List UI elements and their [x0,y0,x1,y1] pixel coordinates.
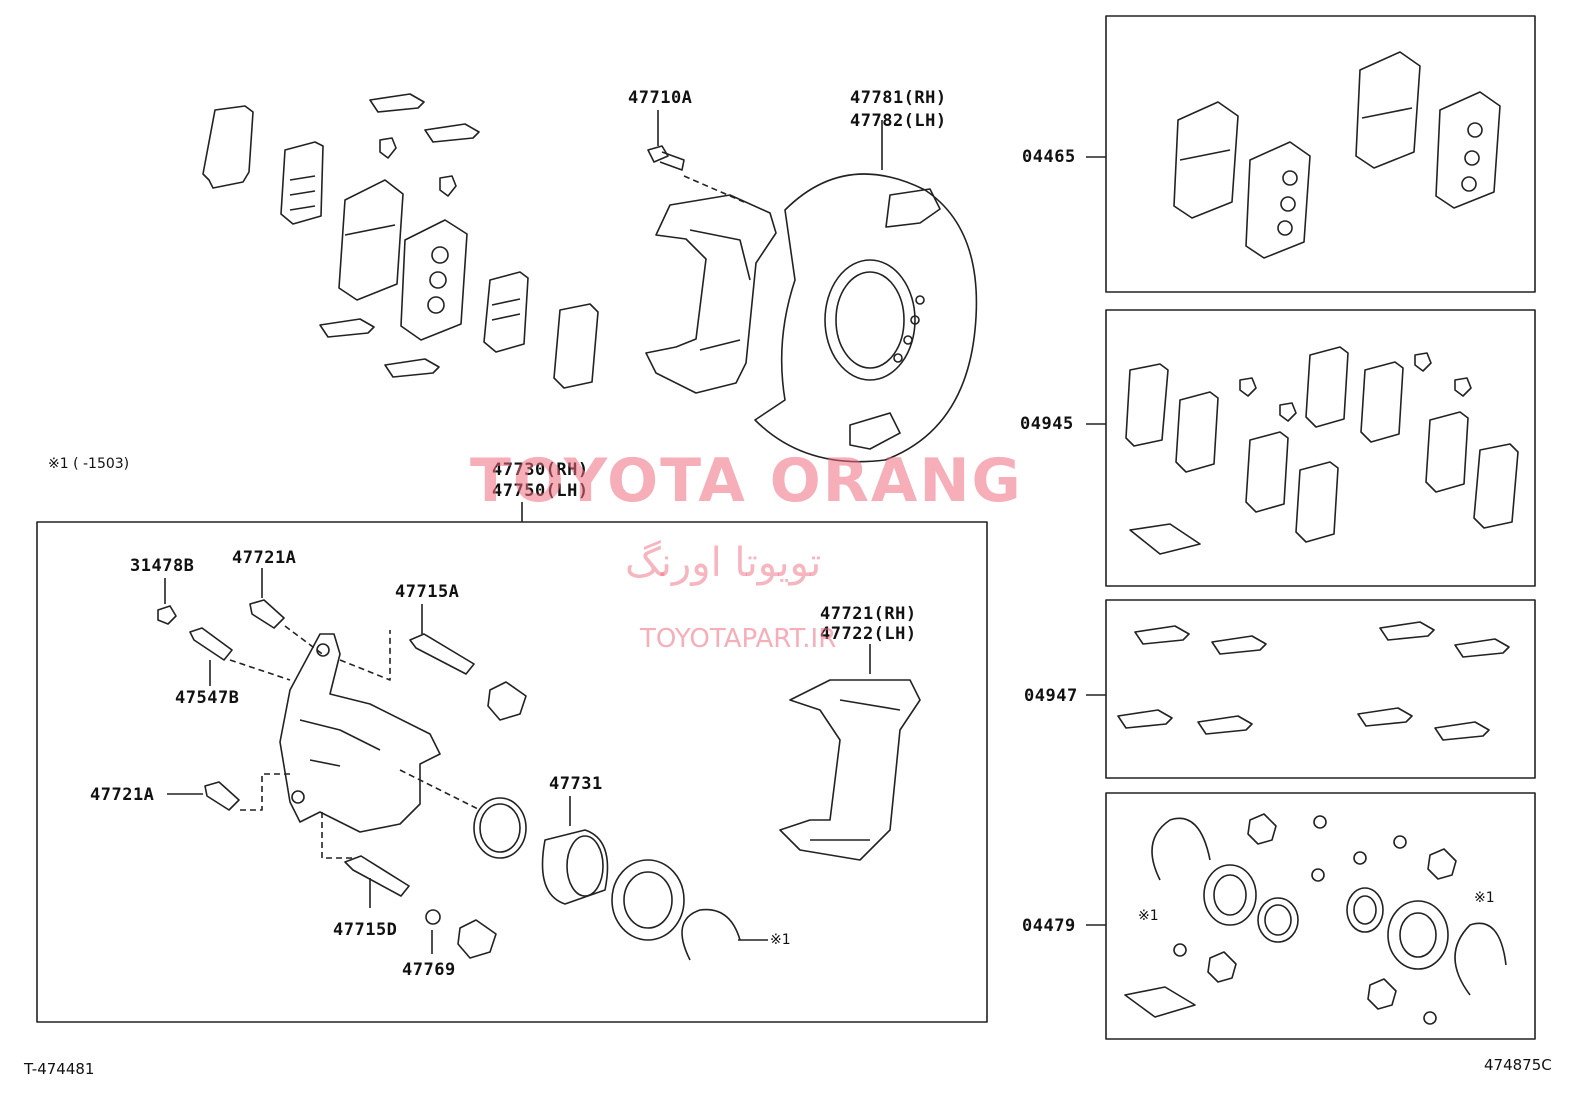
label-04479: 04479 [1022,916,1076,936]
footnote-1: ※1 ( -1503) [48,456,130,472]
kit-box-04945 [1105,309,1536,587]
kit-04465-pads [1173,51,1501,259]
label-04465: 04465 [1022,147,1076,167]
kit-box-04465 [1105,15,1536,293]
caliper-frame [36,521,988,1023]
label-47547b: 47547B [175,688,240,708]
label-47721-rh: 47721(RH) [820,604,917,624]
piston-47731 [541,829,609,905]
kit-box-04479 [1105,792,1536,1040]
diagram-code-left: T-474481 [24,1060,95,1078]
watermark-brand: TOYOTA ORANG [470,446,1023,516]
kit-04479-seals [1124,813,1507,1025]
label-47710a: 47710A [628,88,693,108]
piston-boot [611,859,685,941]
caliper-bracket-top [645,194,777,394]
label-47730-rh: 47730(RH) [492,460,589,480]
label-47715a: 47715A [395,582,460,602]
dust-shield [754,120,978,463]
label-47731: 47731 [549,774,603,794]
bolt-47721a-top [249,599,285,629]
diagram-code-right: 474875C [1484,1056,1552,1074]
label-47781-rh: 47781(RH) [850,88,947,108]
boot-top [487,681,527,721]
label-star1-kit-right: ※1 [1474,890,1495,906]
watermark-site: TOYOTAPART.IR [640,624,837,654]
label-47715d: 47715D [333,920,398,940]
cap-31478b [157,605,177,625]
set-ring [681,908,741,961]
pin-47715d [344,855,410,897]
bushing-47769 [425,909,441,925]
caliper-bracket-right [779,679,921,861]
pad-shims-top-group [202,93,599,389]
label-04945: 04945 [1020,414,1074,434]
watermark-persian: تویوتا اورنگ [625,540,822,586]
label-47782-lh: 47782(LH) [850,111,947,131]
kit-box-04947 [1105,599,1536,779]
label-star1-kit-left: ※1 [1138,908,1159,924]
label-31478b: 31478B [130,556,195,576]
label-47750-lh: 47750(LH) [492,481,589,501]
kit-04947-clips [1117,621,1510,741]
label-04947: 04947 [1024,686,1078,706]
label-47769: 47769 [402,960,456,980]
bleeder-47547b [189,627,233,661]
label-star1-caliper: ※1 [770,932,791,948]
boot-bottom [457,919,497,959]
piston-seal [473,797,527,859]
caliper-body [279,633,441,833]
bolt-47721a-left [204,781,240,811]
label-47722-lh: 47722(LH) [820,624,917,644]
kit-04945-shims [1125,346,1519,555]
pin-47715a [409,633,475,675]
bolt-47710a [647,145,745,203]
label-47721a-top: 47721A [232,548,297,568]
label-47721a-left: 47721A [90,785,155,805]
